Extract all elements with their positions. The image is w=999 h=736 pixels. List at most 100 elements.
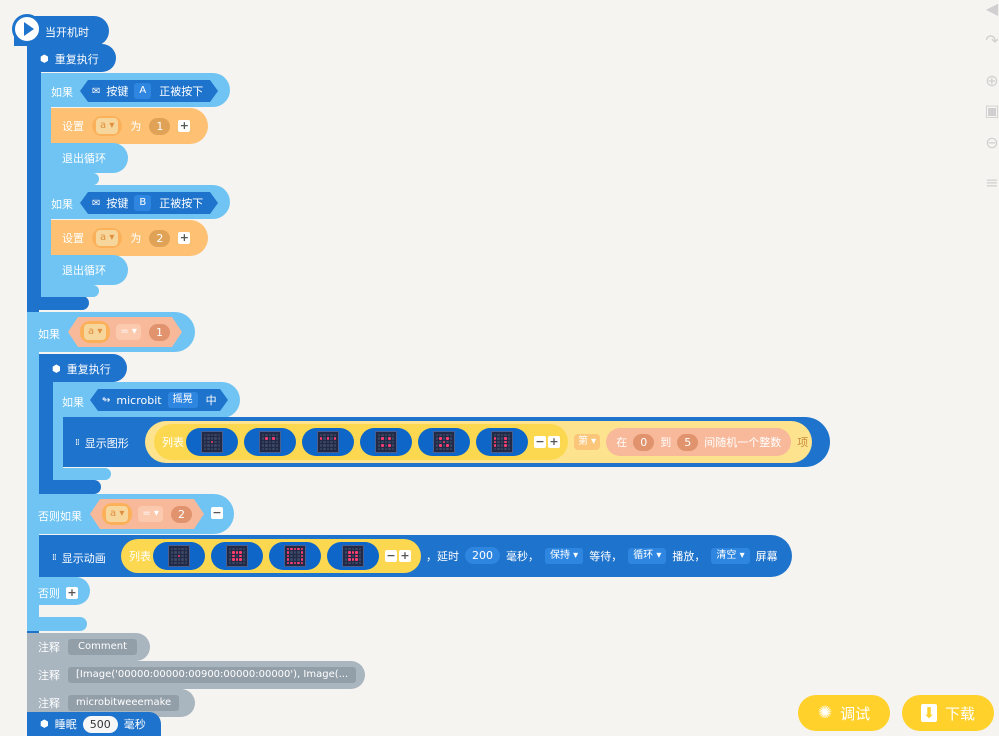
set-2-label: 设置 [62, 232, 84, 245]
debug-button[interactable]: ✺ 调试 [798, 695, 890, 731]
compare-op-select-1[interactable]: = ▾ [116, 324, 141, 340]
anim-image-1[interactable] [153, 542, 205, 570]
plus-icon[interactable]: + [178, 231, 191, 244]
loop-select[interactable]: 循环 ▾ [628, 547, 667, 564]
download-label: 下载 [944, 704, 975, 723]
to-value[interactable]: 5 [677, 433, 699, 451]
sleep-label: 睡眠 [54, 718, 77, 731]
minus-icon[interactable]: − [534, 435, 546, 448]
if-2-pressed-label: 正被按下 [159, 197, 204, 210]
button-icon: ✉ [92, 85, 101, 97]
compare-op-select-2[interactable]: = ▾ [138, 506, 163, 522]
button-icon: ✉ [92, 197, 101, 209]
compare-2-value[interactable]: 2 [171, 506, 192, 523]
compare-block-1[interactable]: a ▾ = ▾ 1 [68, 317, 182, 347]
redo-icon[interactable]: ↷ [985, 31, 999, 50]
set-1-value[interactable]: 1 [149, 117, 171, 135]
show-animation-label: 显示动画 [61, 552, 106, 565]
sleep-value[interactable]: 500 [82, 715, 118, 733]
anim-image-4[interactable] [327, 542, 379, 570]
button-b-select[interactable]: B [134, 195, 151, 211]
gesture-select[interactable]: 摇晃 [168, 392, 198, 408]
list-block[interactable]: 列表 − + [154, 424, 568, 460]
minus-icon[interactable]: − [385, 549, 397, 562]
delay-value[interactable]: 200 [465, 547, 500, 564]
forever-1-label: 重复执行 [54, 53, 99, 66]
undo-icon[interactable]: ◀ [985, 0, 999, 18]
plus-icon[interactable]: + [399, 549, 411, 562]
keep-select[interactable]: 保持 ▾ [545, 547, 584, 564]
led-matrix-icon [317, 431, 339, 453]
if-4-label: 如果 [62, 396, 84, 409]
else-block[interactable] [27, 577, 90, 605]
comment-block-1[interactable]: 注释 Comment [27, 633, 150, 661]
show-image-3[interactable] [302, 428, 354, 456]
plus-icon[interactable]: + [66, 586, 78, 599]
forever-block-2[interactable] [39, 354, 127, 382]
download-button[interactable]: ⬇ 下载 [902, 695, 994, 731]
button-a-select[interactable]: A [134, 83, 151, 99]
anim-list-label: 列表 [129, 550, 151, 563]
var-a-select-4[interactable]: a ▾ [106, 506, 128, 522]
clear-select[interactable]: 清空 ▾ [711, 547, 750, 564]
button-pressed-block-2[interactable]: ✉ 按键 B 正被按下 [80, 192, 218, 214]
menu-icon[interactable]: ≡ [985, 173, 999, 192]
set-2-value[interactable]: 2 [149, 229, 171, 247]
anim-image-3[interactable] [269, 542, 321, 570]
list-item-block[interactable]: 列表 − + 第 ▾ 在 0 到 5 间随机一个整数 项 [145, 421, 812, 463]
led-matrix-icon [168, 545, 190, 567]
comment-block-2[interactable]: 注释 [Image('00000:00000:00900:00000:00000… [27, 661, 365, 689]
forever-block-1[interactable] [27, 44, 116, 72]
if-4-arm [53, 416, 63, 480]
from-value[interactable]: 0 [633, 433, 655, 451]
comment-3-input[interactable]: microbitweeemake [68, 695, 180, 711]
dots-grid-icon: ⁞⁞ [52, 553, 57, 563]
set-1-label: 设置 [62, 120, 84, 133]
set-1-to-label: 为 [130, 120, 142, 133]
zoom-reset-icon[interactable]: ▣ [984, 101, 999, 120]
plus-icon[interactable]: + [178, 119, 191, 132]
minus-icon[interactable]: − [211, 506, 223, 519]
break-block-2[interactable]: 退出循环 [51, 255, 128, 285]
sleep-block[interactable]: ⬢ 睡眠 500 毫秒 [27, 712, 161, 736]
var-a-select-3[interactable]: a ▾ [84, 324, 106, 340]
show-image-4[interactable] [360, 428, 412, 456]
set-var-block-1[interactable]: 设置 a ▾ 为 1 + [51, 108, 208, 144]
show-image-6[interactable] [476, 428, 528, 456]
zoom-in-icon[interactable]: ⊕ [985, 71, 999, 90]
gear-icon: ⬢ [40, 53, 49, 65]
forever-2-label: 重复执行 [66, 363, 111, 376]
gesture-block[interactable]: ↬ microbit 摇晃 中 [90, 389, 228, 411]
if-4-foot [53, 468, 111, 480]
forever-2-foot [39, 480, 101, 494]
break-block-1[interactable]: 退出循环 [51, 143, 128, 173]
compare-block-2[interactable]: a ▾ = ▾ 2 [90, 499, 204, 529]
break-1-label: 退出循环 [62, 152, 106, 165]
else-label: 否则 [38, 587, 60, 600]
anim-image-2[interactable] [211, 542, 263, 570]
set-var-block-2[interactable]: 设置 a ▾ 为 2 + [51, 220, 208, 256]
index-mode-select[interactable]: 第 ▾ [574, 434, 601, 450]
random-int-block[interactable]: 在 0 到 5 间随机一个整数 [606, 428, 792, 456]
show-image-5[interactable] [418, 428, 470, 456]
sleep-unit: 毫秒 [123, 718, 146, 731]
plus-icon[interactable]: + [548, 435, 560, 448]
comment-1-input[interactable]: Comment [68, 639, 137, 655]
random-label: 间随机一个整数 [704, 436, 782, 449]
comment-2-label: 注释 [38, 669, 60, 682]
var-a-select-1[interactable]: a ▾ [96, 118, 119, 134]
led-matrix-icon [259, 431, 281, 453]
if-2-button-label: 按键 [106, 197, 129, 210]
comment-2-input[interactable]: [Image('00000:00000:00900:00000:00000'),… [68, 667, 357, 683]
zoom-out-icon[interactable]: ⊖ [985, 133, 999, 152]
compare-1-value[interactable]: 1 [149, 324, 170, 341]
anim-list-block[interactable]: 列表 − + [121, 539, 421, 573]
play-label: 播放， [672, 549, 706, 563]
show-image-2[interactable] [244, 428, 296, 456]
button-pressed-block-1[interactable]: ✉ 按键 A 正被按下 [80, 80, 218, 102]
item-label: 项 [797, 436, 809, 449]
show-image-1[interactable] [186, 428, 238, 456]
var-a-select-2[interactable]: a ▾ [96, 230, 119, 246]
gear-icon: ⬢ [40, 718, 49, 730]
gesture-mid-label: 中 [205, 394, 217, 407]
